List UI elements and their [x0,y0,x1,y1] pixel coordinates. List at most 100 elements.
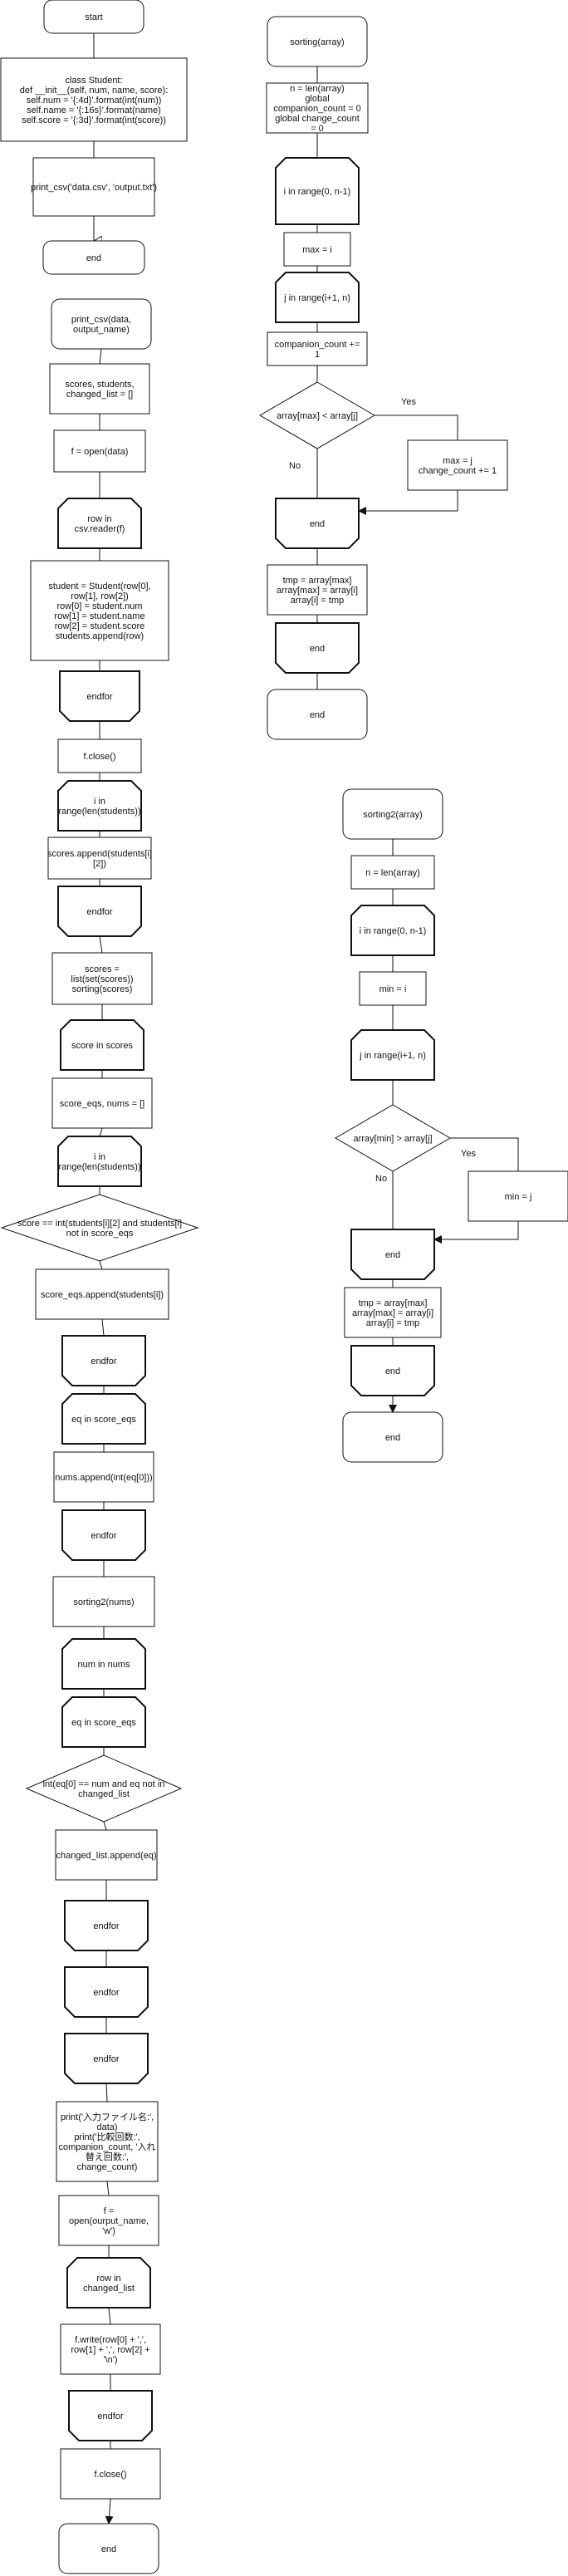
node-text-line: sorting(array) [290,37,344,47]
node-text-line: row[1], row[2]) [71,591,129,601]
loop-start-shape [275,272,360,323]
branch-label-s2-no: No [375,1174,387,1184]
loop-end-shape [350,1229,435,1280]
loop-end-shape [275,622,360,674]
node-text-line: endfor [86,907,113,917]
connector-pc_endfor2-to-pc_sorting [99,935,103,954]
node-pc-endfor7: endfor [64,2033,149,2084]
node-pc-endfor2: endfor [57,886,142,937]
decision-shape [0,1194,199,1262]
process-shape [468,1170,568,1222]
branch-label-s-yes: Yes [401,397,416,407]
node-text-line: array[min] > array[j] [353,1134,432,1144]
node-text-line: 'w') [102,2226,115,2236]
process-shape [35,1268,169,1320]
node-text-line: print_csv(data, [71,315,131,325]
node-text-line: row in [96,2274,120,2284]
s-set-return-connector [358,490,458,515]
node-pc-loop-eq: eq in score_eqs [61,1393,146,1445]
node-text-line: scores, students, [65,380,134,390]
connector-pc_endfor7-to-pc_print [105,2083,108,2103]
connector-pc_print-to-pc_fopen [106,2181,110,2196]
node-pc-cond: score == int(students[i][2] and students… [0,1194,199,1262]
node-text-line: min = j [505,1192,532,1202]
node-s2-init: n = len(array) [350,855,435,890]
loop-start-shape [57,498,142,549]
node-pc-endfor3: endfor [61,1335,146,1386]
node-text-line: self.name = '{:16s}'.format(name) [27,105,161,115]
node-text-line: end [310,519,325,529]
node-s2-loop-i: i in range(0, n-1) [350,905,435,956]
process-shape [47,837,152,880]
loop-end-shape [64,1966,149,2018]
node-text-line: start [85,12,102,22]
node-text-line: tmp = array[max] [359,1298,428,1308]
process-shape [53,1451,154,1503]
s-yes-connector [375,415,458,440]
node-pc-end: end [58,2523,159,2574]
node-text-line: endfor [93,1988,120,1998]
node-text-line: end [310,710,325,720]
process-shape [60,2323,161,2375]
node-text-line: endfor [97,2412,124,2421]
node-pc-open: f = open(data) [53,429,146,473]
decision-shape [335,1104,451,1172]
node-text-line: change_count += 1 [419,466,497,476]
node-text-line: data) [96,2122,117,2132]
terminal-shape [43,0,144,34]
loop-end-shape [275,498,360,549]
loop-end-shape [64,2033,149,2084]
node-class: class Student:def __init__(self, num, na… [0,57,188,142]
node-text-line: min = i [379,984,407,994]
node-pc-init2: score_eqs, nums = [] [51,1077,153,1129]
node-text-line: changed_list [83,2284,135,2294]
node-text-line: 1 [315,350,320,360]
node-start: start [43,0,144,34]
node-text-line: i in range(0, n-1) [284,187,351,197]
node-text-line: '\n') [103,2355,117,2365]
node-s-end: end [267,689,368,740]
node-text-line: f.close() [94,2470,126,2480]
loop-end-shape [350,1345,435,1396]
loop-start-shape [60,1019,144,1071]
node-text-line: output_name) [73,325,130,335]
node-s-swap: tmp = array[max]array[max] = array[i]arr… [267,564,368,616]
node-text-line: global change_count [275,114,360,124]
node-pc-loop-score: score in scores [60,1019,144,1071]
loop-start-shape [61,1393,146,1445]
node-text-line: endfor [93,2054,120,2064]
process-shape [55,1829,158,1881]
node-text-line: n = len(array) [365,868,420,878]
loop-end-shape [61,1509,146,1561]
node-text-line: row in [87,514,111,524]
node-text-line: i in range(0, n-1) [360,926,427,936]
node-text-line: j in range(i+1, n) [283,293,350,303]
node-text-line: sorting2(nums) [73,1597,134,1607]
connector-pc_loop_row2-to-pc_write [108,2307,111,2325]
process-shape [60,2448,161,2500]
node-s-loop-j: j in range(i+1, n) [275,272,360,323]
node-pc-endfor6: endfor [64,1966,149,2018]
node-text-line: array[i] = tmp [291,596,345,606]
node-text-line: eq in score_eqs [71,1415,136,1425]
process-shape [344,1287,442,1338]
node-text-line: f.write(row[0] + ',', [75,2335,146,2345]
process-shape [32,157,155,217]
process-shape [53,429,146,473]
node-text-line: row[2] = student.score [55,621,145,631]
node-s-count: companion_count +=1 [267,331,368,366]
process-shape [350,855,435,890]
node-text-line: tmp = array[max] [283,576,352,586]
node-s2-min: min = i [359,971,427,1006]
node-pc-eq-append: score_eqs.append(students[i]) [35,1268,169,1320]
node-text-line: scores = [85,964,120,974]
node-text-line: print('入力ファイル名:', [61,2111,154,2122]
node-text-line: array[max] = array[i] [277,586,358,596]
node-text-line: list(set(scores)) [71,974,133,984]
node-text-line: endfor [91,1357,117,1367]
